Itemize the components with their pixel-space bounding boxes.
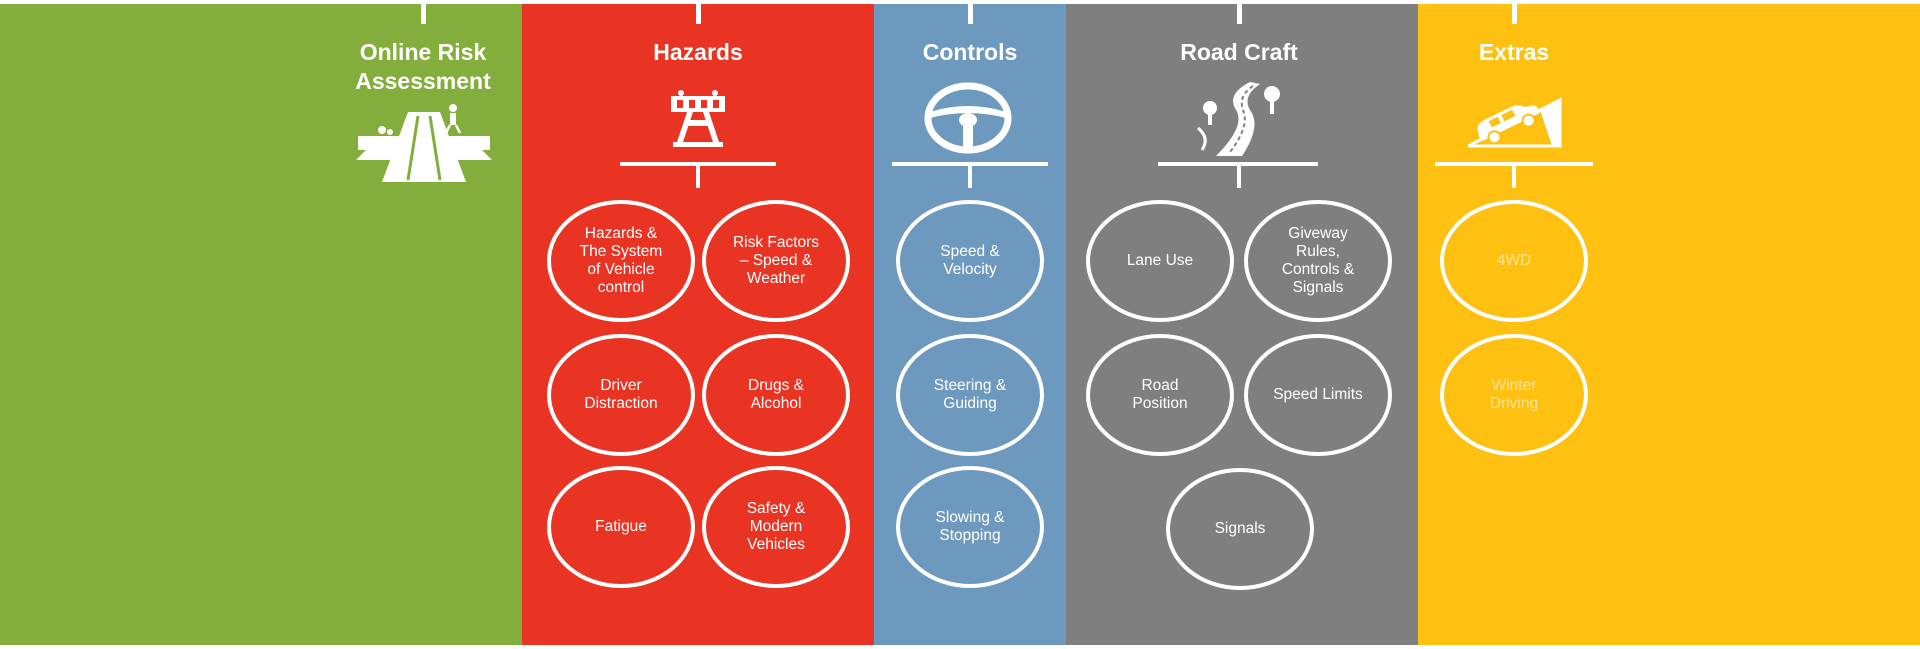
- connector-line: [696, 166, 700, 188]
- connector-line: [968, 166, 972, 188]
- panel-title-extras: Extras: [1478, 39, 1550, 65]
- panel-online-risk-assessment: Online Risk Assessment: [0, 4, 522, 645]
- divider-line: [1158, 162, 1318, 166]
- connector-line: [421, 4, 426, 24]
- extras-item-winter-driving[interactable]: Winter Driving: [1440, 334, 1588, 456]
- roadcraft-item-speed-limits[interactable]: Speed Limits: [1244, 334, 1392, 456]
- controls-item-speed-velocity[interactable]: Speed & Velocity: [896, 200, 1044, 322]
- roadcraft-item-road-position[interactable]: Road Position: [1086, 334, 1234, 456]
- connector-line: [1512, 166, 1516, 188]
- panel-title-online: Online Risk Assessment: [355, 39, 491, 94]
- roadcraft-item-giveway-rules[interactable]: Giveway Rules, Controls & Signals: [1244, 200, 1392, 322]
- hazards-item-hazards-system[interactable]: Hazards & The System of Vehicle control: [547, 200, 695, 322]
- car-on-hill-icon: [1468, 97, 1562, 148]
- panel-title-hazards: Hazards: [653, 39, 743, 65]
- panel-road-craft: Road Craft Lane Use Giveway Rules, Contr…: [1066, 4, 1418, 645]
- panel-title-road-craft: Road Craft: [1180, 39, 1298, 65]
- roadblock-barrier-icon: [671, 90, 725, 147]
- steering-wheel-icon: [924, 82, 1012, 154]
- hazards-item-driver-distraction[interactable]: Driver Distraction: [547, 334, 695, 456]
- divider-line: [892, 162, 1048, 166]
- connector-line: [968, 4, 973, 24]
- connector-line: [1237, 4, 1242, 24]
- road-crossing-icon: [356, 104, 492, 182]
- roadcraft-item-lane-use[interactable]: Lane Use: [1086, 200, 1234, 322]
- divider-line: [1435, 162, 1593, 166]
- divider-line: [620, 162, 776, 166]
- panel-controls: Controls Speed & Velocity Steering & Gui…: [874, 4, 1066, 645]
- connector-line: [1237, 166, 1241, 188]
- panel-extras: Extras 4WD Winter Driving: [1418, 4, 1920, 645]
- controls-item-slowing-stopping[interactable]: Slowing & Stopping: [896, 466, 1044, 588]
- connector-line: [696, 4, 701, 24]
- panel-title-controls: Controls: [922, 39, 1018, 65]
- controls-item-steering-guiding[interactable]: Steering & Guiding: [896, 334, 1044, 456]
- connector-line: [1512, 4, 1517, 24]
- winding-road-icon: [1196, 82, 1280, 156]
- panel-hazards: Hazards Hazards & The System of Vehicle …: [522, 4, 874, 645]
- hazards-item-risk-factors[interactable]: Risk Factors – Speed & Weather: [702, 200, 850, 322]
- hazards-item-drugs-alcohol[interactable]: Drugs & Alcohol: [702, 334, 850, 456]
- roadcraft-item-signals[interactable]: Signals: [1166, 468, 1314, 590]
- hazards-item-safety-vehicles[interactable]: Safety & Modern Vehicles: [702, 466, 850, 588]
- hazards-item-fatigue[interactable]: Fatigue: [547, 466, 695, 588]
- extras-item-4wd[interactable]: 4WD: [1440, 200, 1588, 322]
